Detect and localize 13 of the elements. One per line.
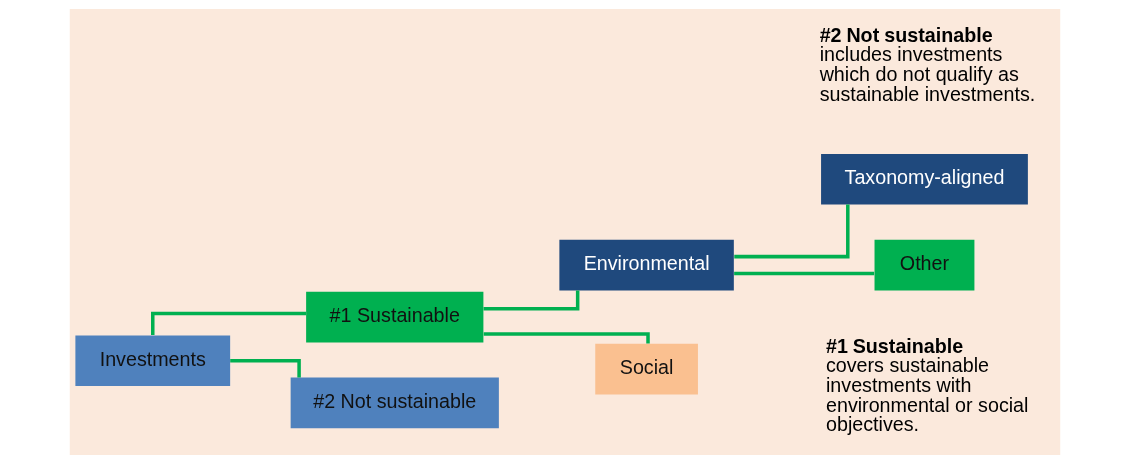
- node-box: Social: [594, 343, 698, 394]
- connector: [733, 204, 850, 258]
- node-box: #1 Sustainable: [305, 291, 483, 342]
- label: #2 Not sustainable includes investments which do not qualify as sustainable investments.: [819, 23, 1035, 105]
- label: #1 Sustainable covers sustainable investments with environmental or social objectives.: [825, 334, 1028, 435]
- node-box: Taxonomy-aligned: [820, 153, 1028, 205]
- node-box: #2 Not sustainable: [290, 377, 499, 428]
- connector: [229, 358, 301, 377]
- node-box: Investments: [74, 334, 230, 386]
- node-box: Other: [874, 239, 974, 290]
- connector: [733, 271, 874, 275]
- connector: [483, 331, 650, 344]
- node-box: Environmental: [558, 239, 734, 290]
